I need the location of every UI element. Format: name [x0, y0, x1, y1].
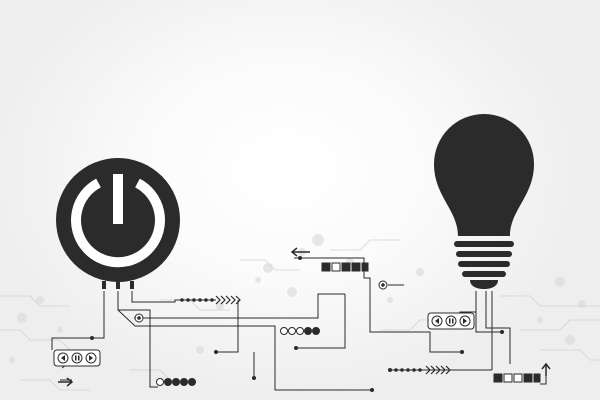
chevron-chain-icon — [394, 365, 451, 375]
dot-strip-icon — [280, 327, 320, 335]
pause-icon — [445, 315, 457, 327]
light-bulb-icon — [434, 114, 534, 289]
rewind-icon — [431, 315, 443, 327]
play-icon — [85, 352, 97, 364]
chevron-chain-icon — [180, 295, 241, 305]
block-strip-icon — [321, 262, 369, 272]
media-controls-icon — [53, 349, 101, 367]
power-button-icon — [56, 158, 180, 289]
media-controls-icon — [427, 312, 475, 330]
block-strip-icon — [493, 373, 541, 383]
dot-strip-icon — [156, 378, 196, 386]
arrow-right-icon — [58, 377, 74, 387]
pause-icon — [71, 352, 83, 364]
arrow-left-icon — [290, 247, 310, 257]
main-circuit-lines — [51, 257, 547, 391]
target-dot-icon — [378, 280, 388, 290]
target-dot-icon — [134, 313, 144, 323]
bokeh-dots — [9, 234, 586, 363]
play-icon — [459, 315, 471, 327]
rewind-icon — [57, 352, 69, 364]
arrow-up-icon — [541, 362, 551, 376]
